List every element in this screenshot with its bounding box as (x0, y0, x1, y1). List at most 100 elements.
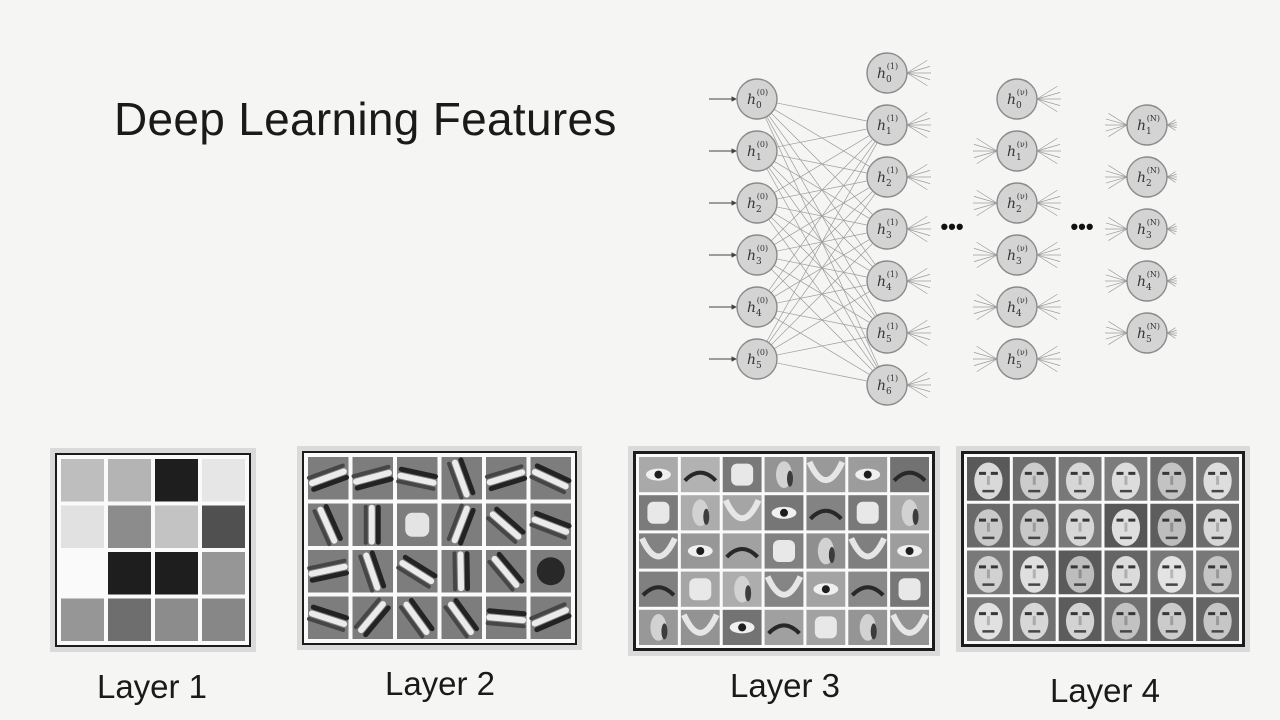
feature-cell (722, 609, 762, 645)
layer-3-panel (628, 446, 940, 656)
feature-cell (202, 505, 245, 548)
network-node: h1(ν) (996, 130, 1038, 172)
feature-cell (1012, 550, 1056, 595)
feature-cell (61, 505, 104, 548)
feature-cell (1058, 550, 1102, 595)
network-node: h4(N) (1126, 260, 1168, 302)
feature-cell (967, 457, 1010, 501)
feature-cell (806, 457, 846, 493)
feature-cell (1012, 457, 1056, 501)
feature-cell (1196, 550, 1239, 595)
network-node: h1(1) (866, 104, 908, 146)
layer-1-feature-grid (55, 453, 251, 647)
network-node: h3(ν) (996, 234, 1038, 276)
feature-cell (1104, 503, 1148, 548)
feature-cell (680, 571, 720, 607)
feature-cell (307, 550, 350, 593)
feature-cell (61, 552, 104, 595)
feature-cell (202, 598, 245, 641)
layer-4-feature-grid (961, 451, 1245, 647)
feature-cell (108, 459, 151, 502)
feature-cell (352, 550, 393, 593)
feature-cell (764, 495, 804, 531)
network-nodes: h0(0)h1(0)h2(0)h3(0)h4(0)h5(0)h0(1)h1(1)… (736, 52, 1168, 406)
feature-cell (441, 550, 482, 593)
layer-2-caption: Layer 2 (384, 665, 496, 702)
layer-2-panel (297, 446, 582, 650)
feature-cell (352, 503, 393, 546)
layer-2-feature-grid (302, 451, 577, 645)
network-node: h0(0) (736, 78, 778, 120)
feature-cell (848, 571, 888, 607)
network-node: h1(N) (1126, 104, 1168, 146)
layer-3-caption: Layer 3 (729, 667, 841, 704)
network-node: h2(N) (1126, 156, 1168, 198)
feature-cell (639, 533, 678, 569)
feature-cell (352, 596, 393, 639)
feature-cell (1104, 550, 1148, 595)
feature-cell (890, 609, 929, 645)
feature-cell (680, 609, 720, 645)
feature-cell (306, 457, 350, 500)
network-node: h3(1) (866, 208, 908, 250)
network-node: h2(ν) (996, 182, 1038, 224)
feature-cell (306, 596, 350, 639)
network-node: h5(0) (736, 338, 778, 380)
feature-cell (680, 533, 720, 569)
feature-cell (806, 533, 846, 569)
feature-cell (890, 495, 929, 531)
feature-cell (764, 609, 804, 645)
feature-cell (396, 457, 439, 500)
feature-cell (529, 457, 572, 500)
feature-cell (485, 596, 527, 639)
feature-cell (890, 533, 929, 569)
feature-cell (680, 457, 720, 493)
feature-cell (397, 503, 438, 546)
feature-cell (806, 609, 846, 645)
feature-cell (639, 495, 678, 531)
feature-cell (680, 495, 720, 531)
feature-cell (1104, 457, 1148, 501)
feature-cell (1012, 503, 1056, 548)
feature-cell (639, 457, 678, 493)
feature-cell (396, 550, 438, 593)
feature-cell (639, 609, 678, 645)
network-node: h2(1) (866, 156, 908, 198)
feature-cell (967, 550, 1010, 595)
slide-title: Deep Learning Features (114, 93, 617, 145)
feature-cell (486, 503, 527, 546)
network-node: h0(ν) (996, 78, 1038, 120)
feature-cell (155, 552, 198, 595)
feature-cell (530, 550, 571, 593)
feature-cell (848, 609, 888, 645)
feature-cell (806, 495, 846, 531)
feature-cell (308, 503, 349, 547)
feature-cell (155, 459, 198, 502)
feature-cell (108, 505, 151, 548)
feature-cell (1058, 457, 1102, 501)
layer-3-feature-grid (633, 451, 935, 651)
network-node: h1(0) (736, 130, 778, 172)
feature-cell (639, 571, 678, 607)
feature-cell (890, 571, 929, 607)
feature-cell (61, 598, 104, 641)
feature-cell (764, 457, 804, 493)
feature-cell (1196, 597, 1239, 641)
feature-cell (155, 598, 198, 641)
feature-cell (722, 495, 762, 531)
feature-cell (1196, 503, 1239, 548)
feature-cell (890, 457, 929, 493)
feature-cell (529, 596, 572, 639)
feature-cell (1150, 503, 1194, 548)
feature-cell (202, 552, 245, 595)
network-node: h0(1) (866, 52, 908, 94)
feature-cell (529, 503, 572, 546)
feature-cell (1150, 457, 1194, 501)
feature-cell (967, 597, 1010, 641)
layer-4-caption: Layer 4 (1049, 672, 1161, 709)
feature-cell (806, 571, 846, 607)
feature-cell (1058, 597, 1102, 641)
feature-cell (351, 457, 394, 500)
network-node: h4(0) (736, 286, 778, 328)
feature-cell (397, 596, 438, 639)
